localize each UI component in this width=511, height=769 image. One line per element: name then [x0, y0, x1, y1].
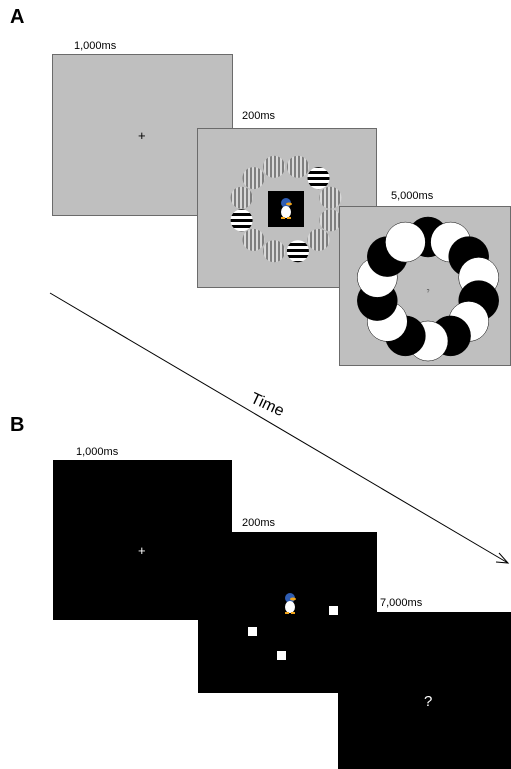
grating-disc — [263, 155, 286, 178]
panel-a-duration-3: 5,000ms — [391, 190, 434, 202]
grating-disc — [242, 167, 265, 190]
response-cue: ? — [427, 289, 430, 295]
cartoon-duck-icon — [281, 198, 292, 219]
grating-disc — [242, 228, 265, 251]
response-disc — [385, 221, 426, 263]
fixation-cross: + — [138, 543, 146, 558]
grating-disc — [230, 209, 253, 232]
panel-a-duration-2: 200ms — [242, 110, 276, 122]
fixation-cross: + — [138, 128, 146, 143]
grating-disc — [307, 167, 330, 190]
panel-a-duration-1: 1,000ms — [74, 40, 117, 52]
white-square — [329, 606, 338, 615]
panel-b-response-screen: ? — [338, 612, 511, 769]
square-array — [248, 593, 338, 660]
grating-disc — [319, 186, 342, 209]
response-cue: ? — [424, 693, 433, 710]
panel-b-letter: B — [10, 414, 25, 436]
grating-disc — [263, 240, 286, 263]
panel-b-duration-3: 7,000ms — [380, 597, 423, 609]
grating-disc — [230, 186, 253, 209]
panel-b-duration-1: 1,000ms — [76, 446, 119, 458]
grating-disc — [286, 155, 309, 178]
white-square — [248, 627, 257, 636]
grating-ring — [230, 155, 342, 263]
panel-b-duration-2: 200ms — [242, 517, 276, 529]
grating-disc — [319, 209, 342, 232]
grating-disc — [307, 228, 330, 251]
cartoon-duck-icon — [285, 593, 296, 614]
panel-a-letter: A — [10, 6, 25, 28]
response-ring: ? — [357, 216, 499, 362]
white-square — [277, 651, 286, 660]
panel-a-response-screen: ? — [339, 206, 511, 366]
grating-disc — [286, 240, 309, 263]
